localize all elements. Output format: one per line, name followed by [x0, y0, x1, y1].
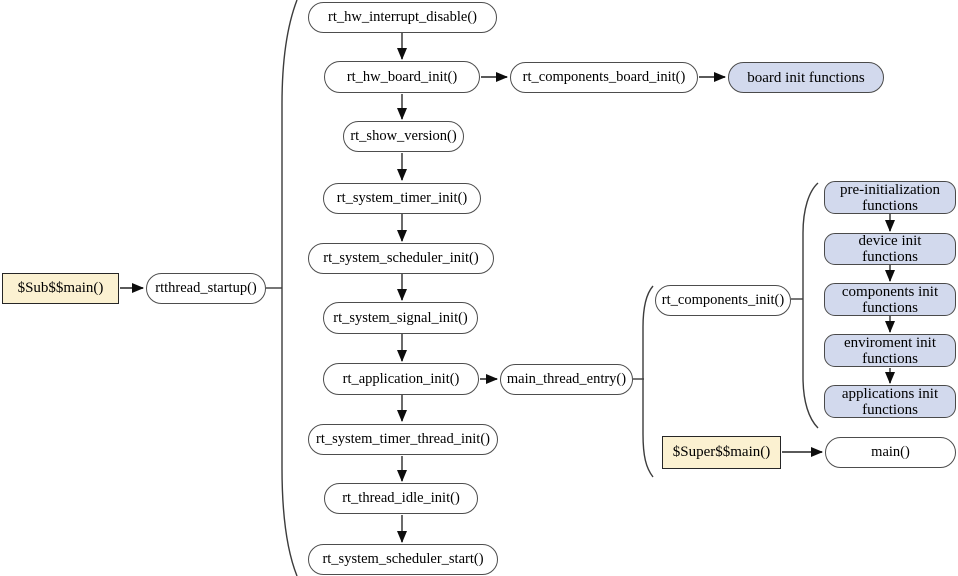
node-rt-system-signal-init: rt_system_signal_init() — [323, 302, 478, 334]
brace-componentsinit-group — [802, 182, 819, 429]
node-rt-show-version: rt_show_version() — [343, 121, 464, 152]
node-board-init-functions: board init functions — [728, 62, 884, 93]
brace-mainthread-group — [642, 285, 654, 478]
horizontal-arrows — [120, 72, 823, 457]
node-applications-init-functions: applications init functions — [824, 385, 956, 418]
node-rt-components-init: rt_components_init() — [655, 285, 791, 316]
node-enviroment-init-functions: enviroment init functions — [824, 334, 956, 367]
node-rt-thread-idle-init: rt_thread_idle_init() — [324, 483, 478, 514]
node-rt-system-scheduler-start: rt_system_scheduler_start() — [308, 544, 498, 575]
node-rt-system-timer-thread-init: rt_system_timer_thread_init() — [308, 424, 498, 455]
node-device-init-functions: device init functions — [824, 233, 956, 265]
node-main: main() — [825, 437, 956, 468]
node-rt-components-board-init: rt_components_board_init() — [510, 62, 698, 93]
node-pre-initialization-functions: pre-initialization functions — [824, 181, 956, 214]
node-rt-application-init: rt_application_init() — [323, 363, 479, 395]
node-rt-system-scheduler-init: rt_system_scheduler_init() — [308, 243, 494, 274]
group-braces — [281, 0, 819, 576]
node-rt-hw-board-init: rt_hw_board_init() — [324, 61, 480, 93]
node-super-main: $Super$$main() — [662, 436, 781, 469]
brace-stubs — [266, 287, 803, 380]
node-main-thread-entry: main_thread_entry() — [500, 364, 633, 395]
node-sub-main: $Sub$$main() — [2, 273, 119, 304]
node-rt-hw-interrupt-disable: rt_hw_interrupt_disable() — [308, 2, 497, 33]
node-components-init-functions: components init functions — [824, 283, 956, 316]
node-rt-system-timer-init: rt_system_timer_init() — [323, 183, 481, 214]
brace-startup-group — [281, 0, 298, 576]
node-rtthread-startup: rtthread_startup() — [146, 273, 266, 304]
